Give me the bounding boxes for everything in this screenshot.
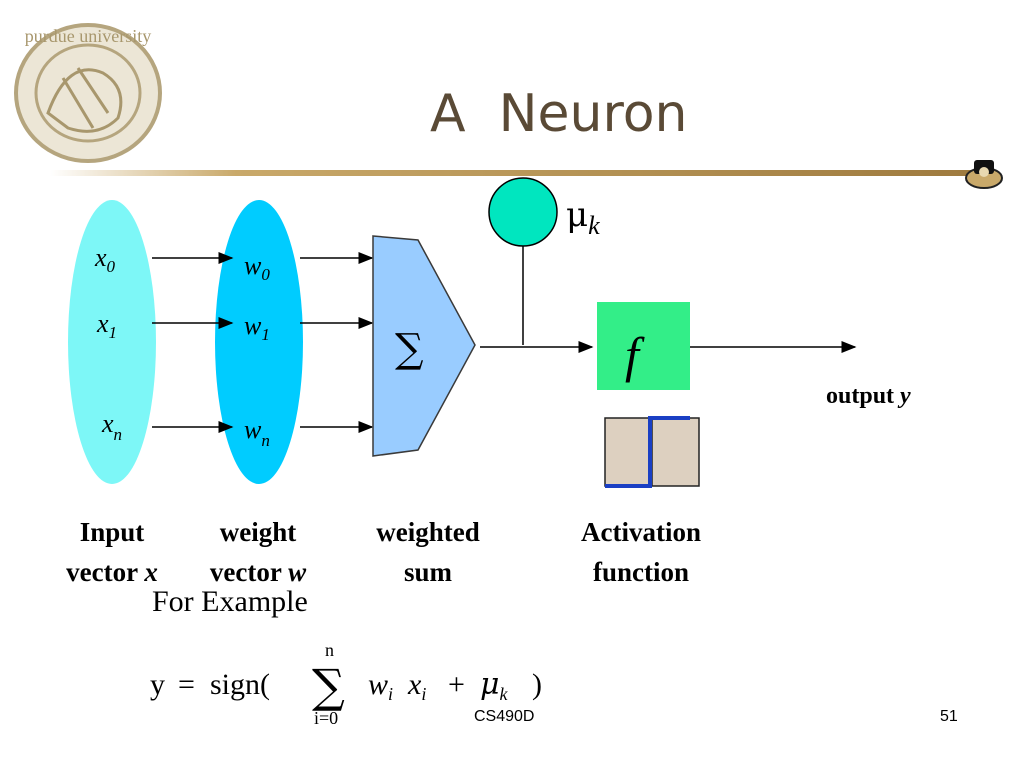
step-function-curve xyxy=(605,416,690,488)
formula-equals: = xyxy=(178,668,195,701)
input-label-n: xn xyxy=(101,409,122,444)
caption-input-line2: vector x xyxy=(66,557,158,587)
formula-x: xi xyxy=(407,668,426,704)
caption-activation-function: Activation function xyxy=(556,512,726,592)
bias-circle xyxy=(488,177,558,247)
example-heading: For Example xyxy=(152,585,308,618)
purdue-seal-logo: purdue university xyxy=(14,23,162,163)
slide-title: A Neuron xyxy=(430,84,688,144)
bias-label: μk xyxy=(566,195,600,240)
formula-w: wi xyxy=(368,668,393,704)
output-label: output y xyxy=(826,383,911,410)
purdue-pete-logo xyxy=(965,160,1003,189)
caption-sum-line2: sum xyxy=(403,557,452,587)
footer-course: CS490D xyxy=(474,708,535,725)
svg-text:purdue university: purdue university xyxy=(25,26,151,46)
input-vector-ellipse xyxy=(68,200,156,484)
title-divider xyxy=(50,170,980,176)
formula-func: sign( xyxy=(210,668,270,701)
output-text: output xyxy=(826,383,901,409)
formula: y = sign( ∑ n i=0 wi xi + μk ) xyxy=(150,640,542,728)
input-label-1: x1 xyxy=(96,309,117,342)
formula-upper-bound: n xyxy=(325,640,334,660)
weight-label-0: w0 xyxy=(244,251,270,284)
formula-plus: + xyxy=(448,668,465,701)
caption-activation-line2: function xyxy=(592,557,690,587)
caption-input-line1: Input xyxy=(79,517,145,547)
caption-activation-line1: Activation xyxy=(581,517,701,547)
caption-weight-vector: weight vector w xyxy=(190,512,326,592)
caption-sum-line1: weighted xyxy=(376,517,480,547)
weight-vector-ellipse xyxy=(215,200,303,484)
activation-box xyxy=(597,302,690,390)
caption-input-vector: Input vector x xyxy=(48,512,176,592)
formula-mu: μk xyxy=(480,667,509,704)
formula-lhs: y xyxy=(150,668,165,701)
caption-weight-line1: weight xyxy=(219,517,297,547)
footer-page-number: 51 xyxy=(940,708,958,725)
weight-label-1: w1 xyxy=(244,311,270,344)
caption-weighted-sum: weighted sum xyxy=(356,512,500,592)
output-var: y xyxy=(900,383,911,409)
sum-symbol: ∑ xyxy=(395,326,424,372)
formula-close: ) xyxy=(532,668,542,701)
caption-weight-line2: vector w xyxy=(209,557,307,587)
weight-label-n: wn xyxy=(244,415,270,450)
input-label-0: x0 xyxy=(94,243,116,276)
formula-lower-bound: i=0 xyxy=(314,708,338,728)
sum-block xyxy=(372,235,476,457)
formula-sigma: ∑ xyxy=(312,659,345,713)
